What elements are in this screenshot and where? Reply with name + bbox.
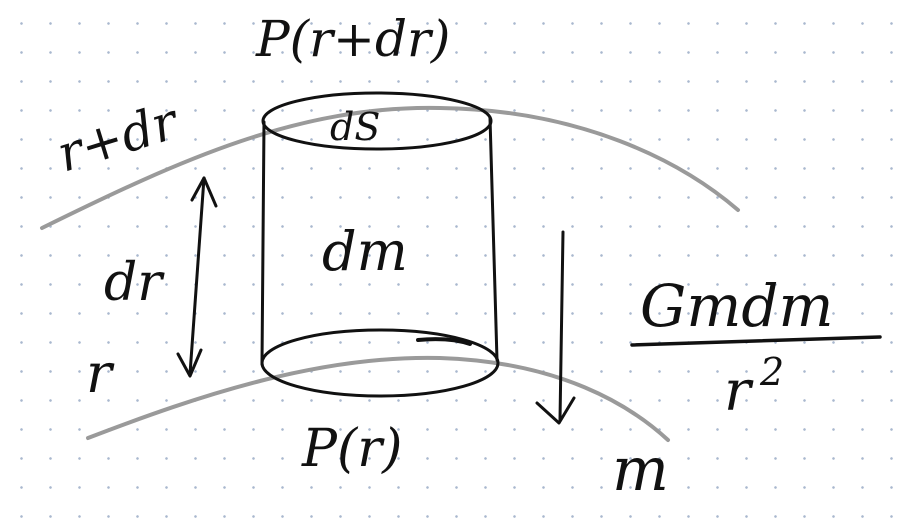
outer-shell-curve — [40, 105, 740, 230]
mass-element-cylinder — [260, 91, 500, 398]
fraction-bar — [630, 335, 882, 347]
enclosed-mass-label: m — [612, 435, 669, 505]
gravity-numerator-label: Gmdm — [640, 272, 833, 340]
thickness-label: dr — [104, 253, 165, 313]
cylinder-right-side — [488, 116, 499, 362]
dr-double-arrow — [176, 176, 218, 378]
gravity-denominator-exponent: 2 — [759, 350, 784, 394]
area-label: dS — [330, 105, 380, 149]
pressure-top-label: P(r+dr) — [255, 10, 450, 68]
pressure-bottom-label: P(r) — [301, 419, 402, 479]
gravity-denominator-base: r — [724, 359, 754, 424]
cylinder-left-side — [260, 120, 266, 366]
gravity-arrow — [535, 230, 576, 425]
inner-shell-curve — [86, 355, 670, 442]
inner-radius-label: r — [86, 342, 115, 405]
mass-element-label: dm — [322, 220, 408, 283]
